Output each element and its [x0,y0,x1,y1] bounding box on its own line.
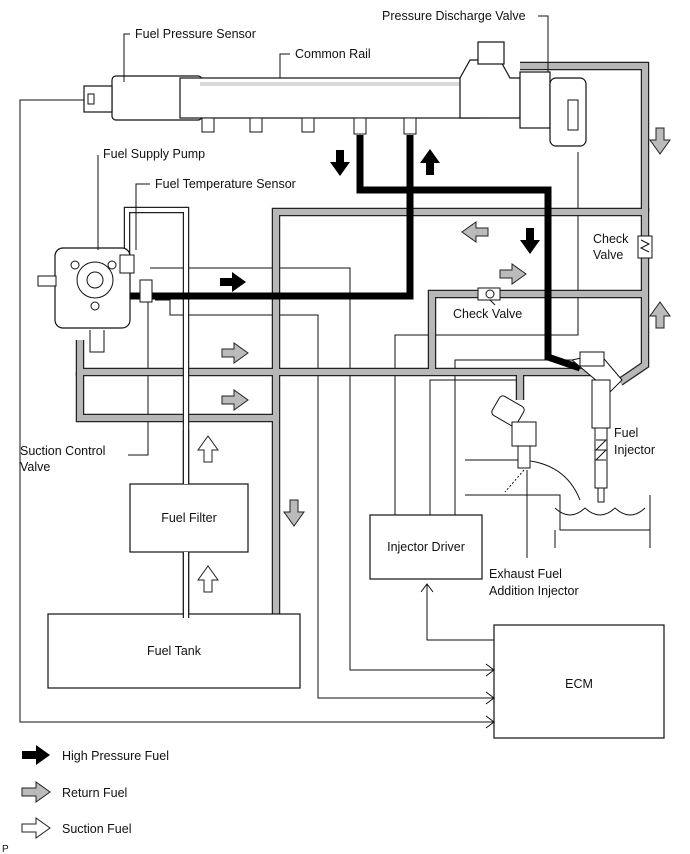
label-suction-control-valve-1: Suction Control [20,444,105,458]
high-pressure-lines [130,135,582,372]
label-fuel-injector-2: Injector [614,443,655,457]
label-exhaust-fuel-2: Addition Injector [489,584,579,598]
legend-high-pressure-arrow [22,745,50,765]
label-fuel-injector-1: Fuel [614,426,638,440]
label-check-valve-center: Check Valve [453,307,522,321]
fuel-injector [570,351,623,503]
label-fuel-supply-pump: Fuel Supply Pump [103,147,205,161]
fuel-filter-box [129,483,249,553]
suction-lines [123,206,190,618]
label-fuel-tank: Fuel Tank [147,644,202,658]
label-injector-driver: Injector Driver [387,540,465,554]
legend-suction-arrow [21,817,51,839]
label-exhaust-fuel-1: Exhaust Fuel [489,567,562,581]
corner-mark: P [2,844,9,854]
legend-return-arrow [21,781,51,803]
flow-arrows [197,127,671,593]
check-valve-right [637,235,653,259]
label-check-valve-right-1: Check [593,232,629,246]
legend-return-label: Return Fuel [62,786,127,800]
label-ecm: ECM [565,677,593,691]
label-common-rail: Common Rail [295,47,371,61]
leader-lines [97,15,549,306]
fuel-supply-pump [37,247,153,353]
label-check-valve-right-2: Valve [593,248,623,262]
cylinder [465,459,651,548]
common-rail [83,41,587,147]
legend: High Pressure Fuel Return Fuel Suction F… [21,745,169,839]
injector-driver-box [369,514,483,580]
exhaust-fuel-addition-injector [491,395,537,558]
label-fuel-temperature-sensor: Fuel Temperature Sensor [155,177,296,191]
label-fuel-filter: Fuel Filter [161,511,217,525]
return-lines [75,61,650,630]
label-suction-control-valve-2: Valve [20,460,50,474]
fuel-tank-box [47,613,301,689]
wiring [19,99,580,729]
label-pressure-discharge-valve: Pressure Discharge Valve [382,9,526,23]
ecm-box [493,624,665,739]
check-valve-center [477,287,501,301]
label-fuel-pressure-sensor: Fuel Pressure Sensor [135,27,256,41]
legend-high-pressure-label: High Pressure Fuel [62,749,169,763]
legend-suction-label: Suction Fuel [62,822,131,836]
